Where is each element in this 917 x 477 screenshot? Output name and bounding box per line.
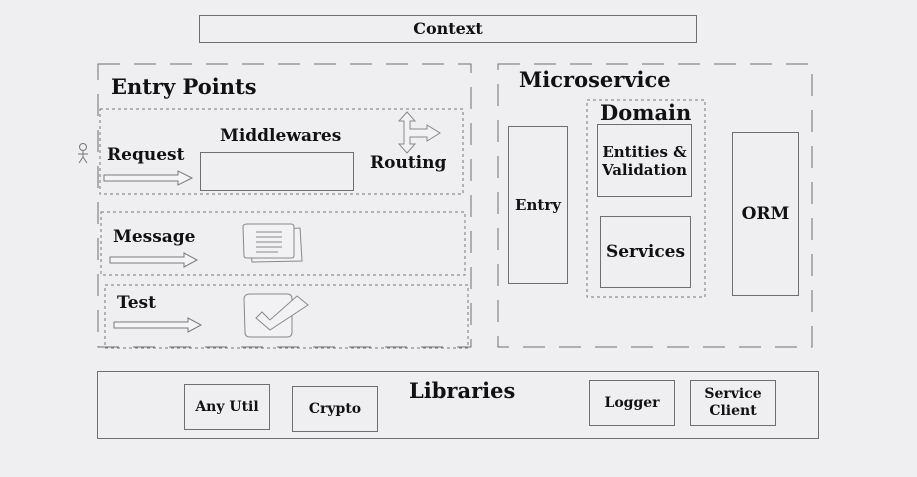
right-arrow-icon [103,170,194,186]
checkbox-check-icon [243,293,309,338]
services-box: Services [600,216,691,288]
entities-label-line1: Entities & [602,142,687,161]
test-lane [104,284,469,349]
service-client-box: Service Client [690,380,776,426]
services-label: Services [605,241,686,262]
domain-title: Domain [600,100,692,125]
entities-label-line2: Validation [601,160,688,179]
context-label: Context [413,19,483,39]
request-label: Request [107,145,185,165]
test-label: Test [117,293,156,313]
libraries-title: Libraries [409,378,516,403]
service-client-line2: Client [709,403,757,419]
context-bar: Context [199,15,697,43]
entry-label: Entry [515,196,561,214]
middlewares-box [200,152,354,191]
libraries-container [97,371,819,439]
message-label: Message [113,227,196,247]
logger-label: Logger [604,394,660,411]
crypto-box: Crypto [292,386,378,432]
service-client-line1: Service [704,386,762,403]
any-util-label: Any Util [195,398,259,415]
message-document-icon [242,223,303,263]
crypto-label: Crypto [308,400,362,417]
middlewares-label: Middlewares [220,126,342,146]
logger-box: Logger [589,380,675,426]
routing-label: Routing [370,153,447,173]
any-util-box: Any Util [184,384,270,430]
right-arrow-icon [113,317,203,333]
entry-box: Entry [508,126,568,284]
entities-validation-box: Entities & Validation [597,124,692,197]
orm-label: ORM [741,203,790,224]
user-stick-figure-icon [78,143,88,164]
entry-points-title: Entry Points [111,74,257,99]
orm-box: ORM [732,132,799,296]
routing-arrows-icon [397,111,441,154]
right-arrow-icon [109,252,199,268]
microservice-title: Microservice [519,67,671,92]
